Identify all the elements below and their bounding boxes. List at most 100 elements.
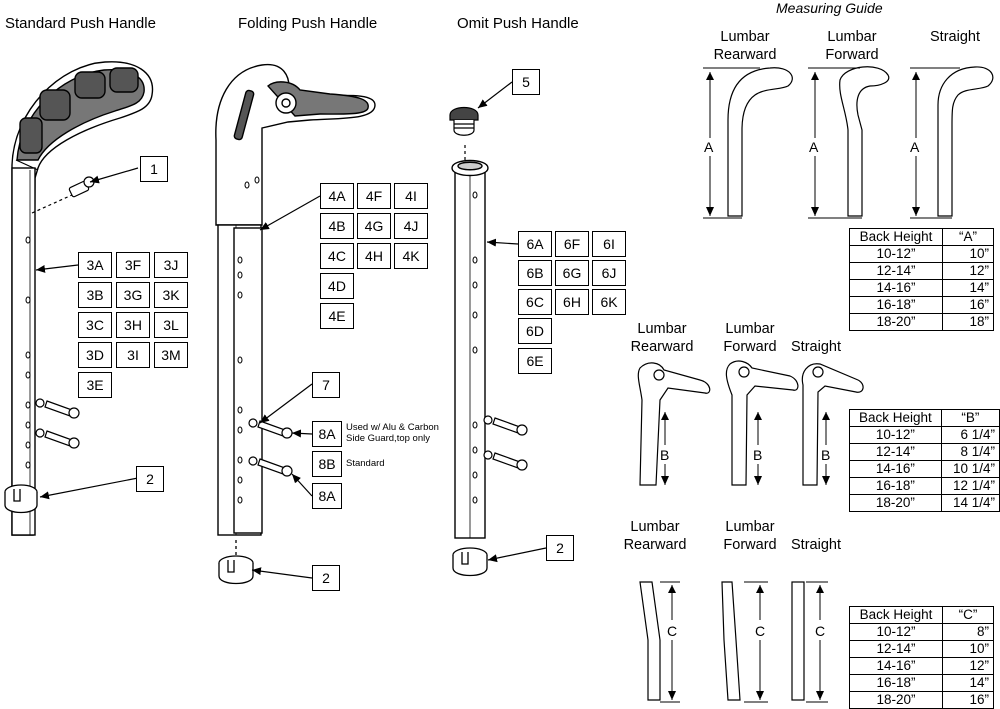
- table-cell: 12”: [942, 657, 994, 675]
- dim-label-b: B: [753, 446, 763, 464]
- part-callout: 6K: [592, 289, 626, 315]
- table-cell: 12-14”: [849, 262, 943, 280]
- part-callout: 4K: [394, 243, 428, 269]
- table-cell: 10 1/4”: [940, 460, 1000, 478]
- part-callout: 6C: [518, 289, 552, 315]
- table-cell: 10”: [942, 640, 994, 658]
- guide-c-label-forward: Lumbar Forward: [723, 519, 777, 553]
- dim-label-b: B: [821, 446, 831, 464]
- part-callout: 2: [136, 466, 164, 492]
- table-c: Back Height“C” 10-12”8” 12-14”10” 14-16”…: [849, 606, 994, 709]
- part-callout: 2: [312, 565, 340, 591]
- guide-row-a: [727, 66, 994, 217]
- part-callout: 3C: [78, 312, 112, 338]
- table-cell: 18”: [942, 313, 994, 331]
- part-callout: 3J: [154, 252, 188, 278]
- part-callout: 6G: [555, 260, 589, 286]
- table-cell: 12-14”: [849, 443, 942, 461]
- part-callout: 3I: [116, 342, 150, 368]
- guide-c-label-straight: Straight: [791, 537, 841, 553]
- guide-row-b: [637, 360, 864, 486]
- part-callout: 6I: [592, 231, 626, 257]
- part-callout: 6E: [518, 348, 552, 374]
- table-cell: 10”: [942, 245, 994, 263]
- part-callout: 6B: [518, 260, 552, 286]
- part-callout: 3M: [154, 342, 188, 368]
- dim-label-c: C: [755, 622, 766, 640]
- part-callout: 6D: [518, 318, 552, 344]
- part-callout: 4G: [357, 213, 391, 239]
- dim-label-c: C: [815, 622, 826, 640]
- part-callout: 4I: [394, 183, 428, 209]
- part-callout: 3A: [78, 252, 112, 278]
- table-cell: 16-18”: [849, 674, 943, 692]
- table-header: Back Height: [849, 606, 943, 624]
- part-callout: 3L: [154, 312, 188, 338]
- table-cell: 16-18”: [849, 296, 943, 314]
- guide-c-label-rearward: Lumbar Rearward: [623, 519, 687, 553]
- table-cell: 18-20”: [849, 313, 943, 331]
- part-callout: 5: [512, 69, 540, 95]
- guide-a-label-forward: Lumbar Forward: [825, 29, 879, 63]
- part-callout: 4B: [320, 213, 354, 239]
- part-callout: 3H: [116, 312, 150, 338]
- table-b: Back Height“B” 10-12”6 1/4” 12-14”8 1/4”…: [849, 409, 1000, 512]
- table-cell: 14”: [942, 674, 994, 692]
- part-callout: 3E: [78, 372, 112, 398]
- table-cell: 14 1/4”: [940, 494, 1000, 512]
- part-callout: 2: [546, 535, 574, 561]
- table-cell: 10-12”: [849, 245, 943, 263]
- table-cell: 18-20”: [849, 691, 943, 709]
- part-callout: 7: [312, 372, 340, 398]
- table-header: “A”: [942, 228, 994, 246]
- part-callout: 8A: [312, 483, 342, 509]
- note-8b: Standard: [346, 458, 385, 469]
- dim-label-a: A: [809, 138, 819, 156]
- note-8a: Used w/ Alu & Carbon Side Guard,top only: [346, 422, 439, 444]
- part-callout: 3G: [116, 282, 150, 308]
- table-cell: 10-12”: [849, 623, 943, 641]
- part-callout: 4E: [320, 303, 354, 329]
- dim-label-a: A: [910, 138, 920, 156]
- table-cell: 12-14”: [849, 640, 943, 658]
- table-a: Back Height“A” 10-12”10” 12-14”12” 14-16…: [849, 228, 994, 331]
- part-callout: 6F: [555, 231, 589, 257]
- measuring-guide-title: Measuring Guide: [776, 0, 883, 16]
- table-cell: 18-20”: [849, 494, 942, 512]
- table-cell: 12”: [942, 262, 994, 280]
- part-callout: 6H: [555, 289, 589, 315]
- dim-label-c: C: [667, 622, 678, 640]
- dim-label-a: A: [704, 138, 714, 156]
- guide-row-c: [639, 581, 805, 701]
- part-callout: 6A: [518, 231, 552, 257]
- part-callout: 1: [140, 156, 168, 182]
- table-cell: 8 1/4”: [940, 443, 1000, 461]
- part-callout: 3B: [78, 282, 112, 308]
- table-cell: 10-12”: [849, 426, 942, 444]
- part-callout: 3D: [78, 342, 112, 368]
- part-callout: 8A: [312, 421, 342, 447]
- table-cell: 14-16”: [849, 460, 942, 478]
- part-callout: 4J: [394, 213, 428, 239]
- table-cell: 6 1/4”: [940, 426, 1000, 444]
- table-header: “C”: [942, 606, 994, 624]
- guide-b-label-rearward: Lumbar Rearward: [630, 321, 694, 355]
- part-callout: 6J: [592, 260, 626, 286]
- part-callout: 4H: [357, 243, 391, 269]
- part-callout: 4A: [320, 183, 354, 209]
- table-header: Back Height: [849, 409, 942, 427]
- table-cell: 16”: [942, 691, 994, 709]
- table-cell: 16-18”: [849, 477, 942, 495]
- standard-handle-title: Standard Push Handle: [5, 15, 156, 32]
- guide-a-label-rearward: Lumbar Rearward: [713, 29, 777, 63]
- table-header: “B”: [940, 409, 1000, 427]
- table-cell: 8”: [942, 623, 994, 641]
- omit-handle-title: Omit Push Handle: [457, 15, 579, 32]
- part-callout: 3K: [154, 282, 188, 308]
- part-callout: 3F: [116, 252, 150, 278]
- part-callout: 4F: [357, 183, 391, 209]
- table-cell: 14”: [942, 279, 994, 297]
- part-callout: 4C: [320, 243, 354, 269]
- folding-handle-title: Folding Push Handle: [238, 15, 378, 32]
